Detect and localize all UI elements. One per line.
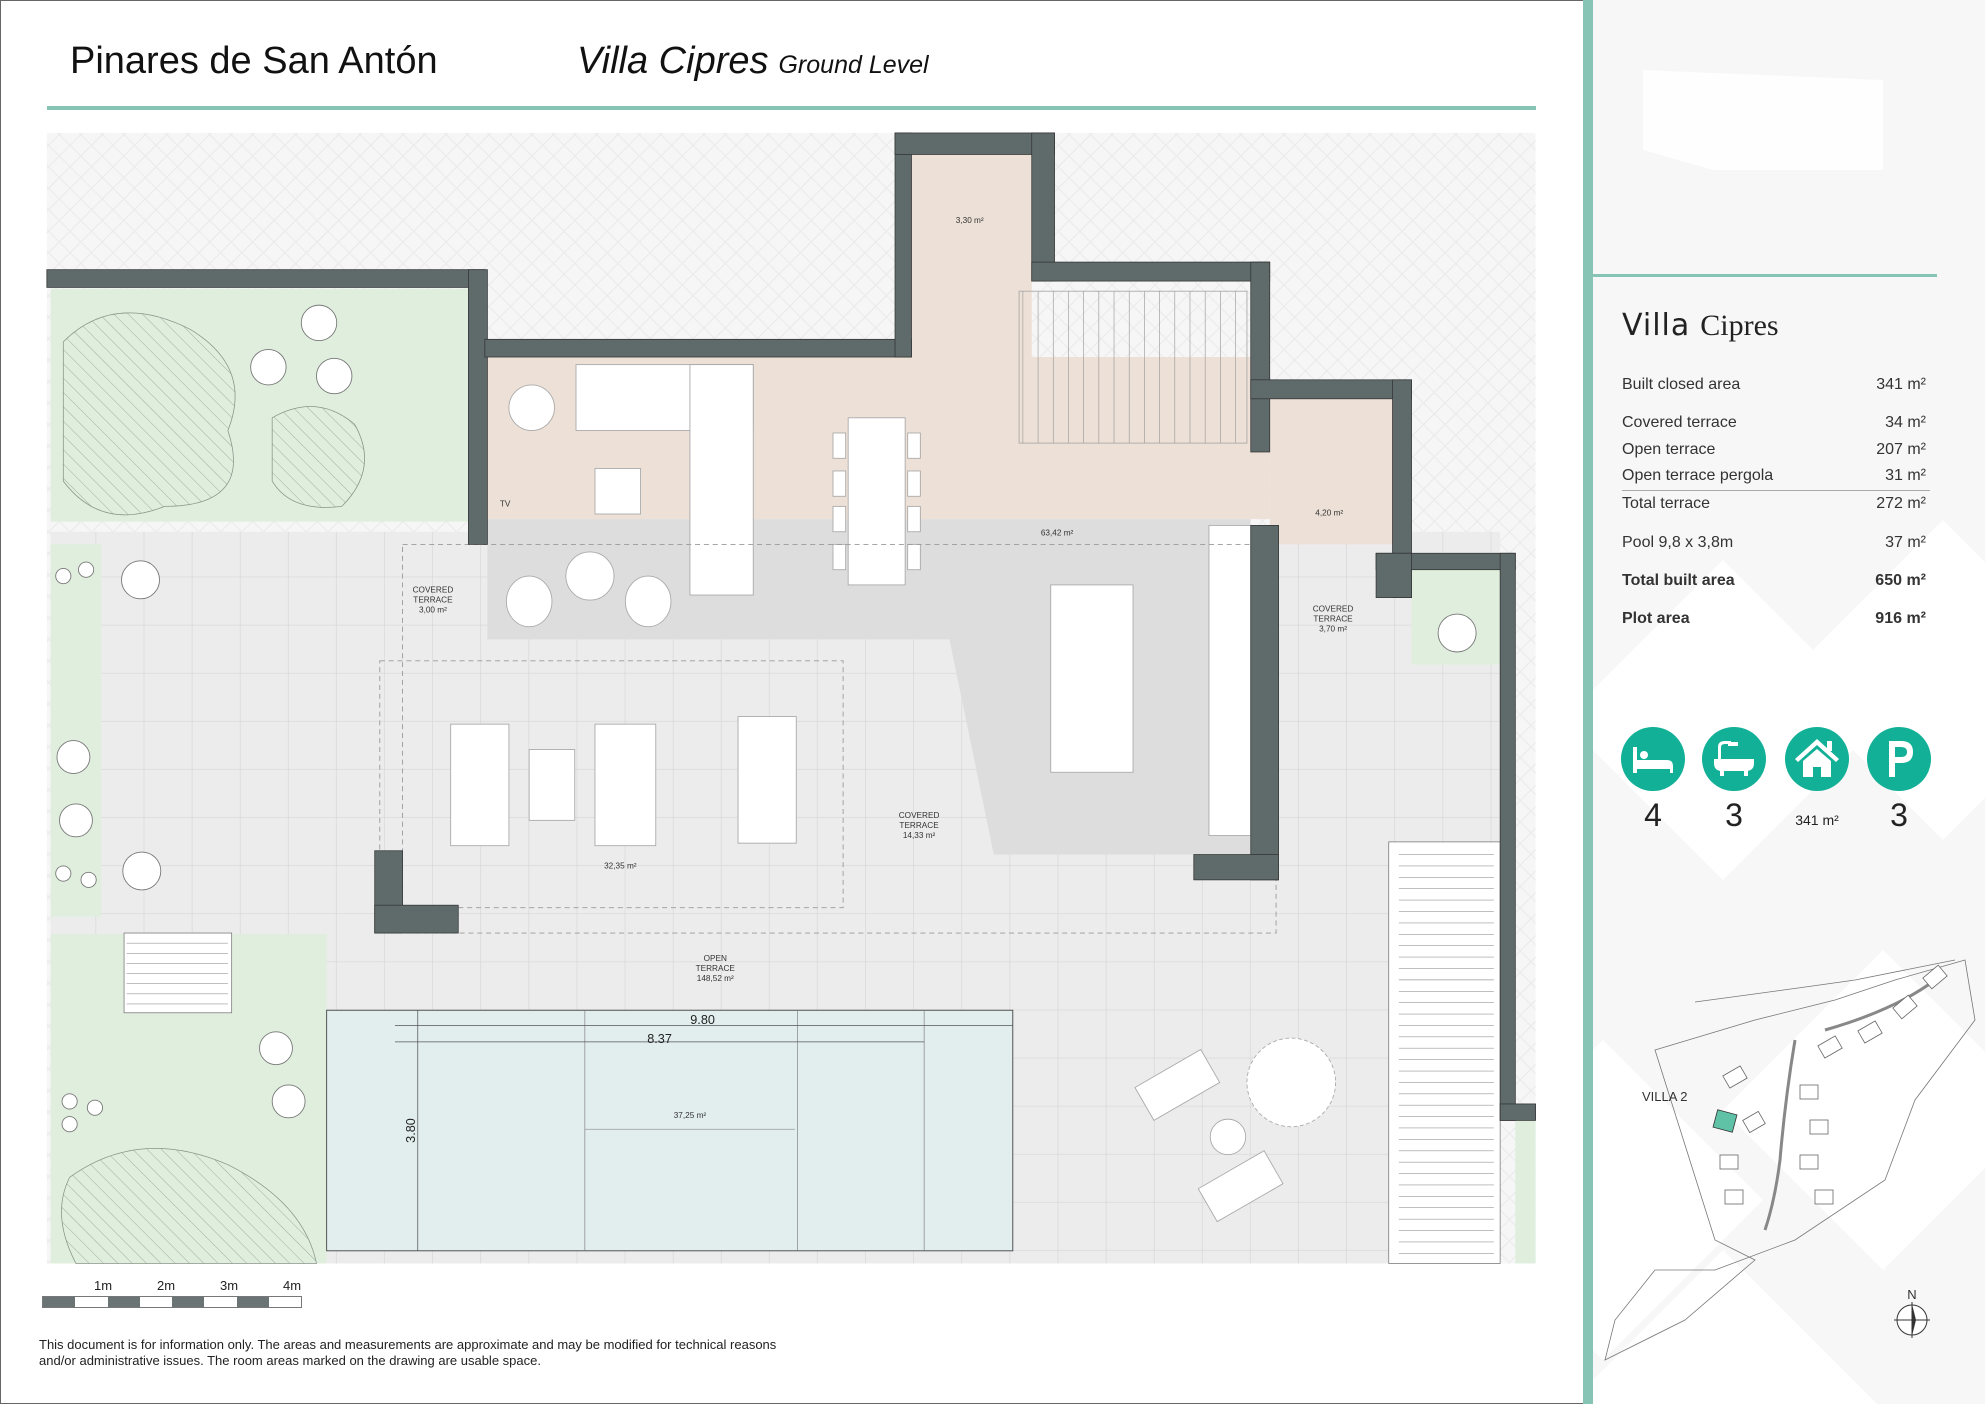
label-open-terrace-2: TERRACE (696, 964, 736, 973)
label-pool-area: 37,25 m² (674, 1111, 707, 1120)
info-panel (1583, 0, 1985, 1404)
tree-canopy (61, 1148, 317, 1264)
pergola-outline (379, 660, 844, 909)
bed-icon (1621, 727, 1685, 791)
panel-rule (1593, 274, 1937, 277)
utility-floor (1269, 398, 1393, 545)
label-covered-center-2: TERRACE (899, 821, 939, 830)
site-map: VILLA 2 N (1604, 959, 1976, 1361)
tree-canopy (62, 312, 236, 516)
label-wc-area: 3,30 m² (956, 216, 984, 225)
villa-word: Villa (1622, 308, 1691, 343)
label-covered-right-3: 3,70 m² (1319, 625, 1347, 634)
label-open-terrace-3: 148,52 m² (697, 974, 734, 983)
label-covered-right-1: COVERED (1313, 604, 1354, 613)
label-covered-left-1: COVERED (413, 585, 454, 594)
scale-tick-2m: 2m (157, 1278, 176, 1293)
label-tv: TV (500, 499, 511, 508)
dim-pool-total: 9.80 (690, 1013, 715, 1027)
scale-tick-4m: 4m (283, 1278, 302, 1293)
project-title: Pinares de San Antón (70, 40, 438, 82)
dim-pool-inner: 8.37 (647, 1032, 672, 1046)
shrub-icons (55, 304, 1477, 1133)
bedrooms-count: 4 (1644, 797, 1662, 833)
villa-2-label: VILLA 2 (1642, 1089, 1688, 1104)
stairs (123, 841, 1501, 1264)
label-covered-left-3: 3,00 m² (419, 606, 447, 615)
bathrooms-count: 3 (1725, 797, 1743, 833)
house-icon (1785, 727, 1849, 791)
label-covered-center-1: COVERED (899, 811, 940, 820)
header-rule (47, 106, 1536, 110)
villa-name-word: Cipres (1700, 309, 1779, 342)
villa-name: Villa Cipres (577, 40, 769, 82)
pool (326, 1009, 1014, 1252)
wc-floor (911, 154, 1032, 358)
dim-pool-width: 3.80 (404, 1118, 418, 1143)
label-utility-area: 4,20 m² (1315, 508, 1343, 517)
north-label: N (1907, 1287, 1916, 1302)
north-arrow-icon (1894, 1302, 1930, 1338)
garden-left-strip (50, 544, 102, 917)
villa-title: Villa Cipres Ground Level (577, 40, 929, 83)
label-covered-left-2: TERRACE (413, 596, 453, 605)
disclaimer: This document is for information only. T… (39, 1337, 777, 1368)
label-living-area: 63,42 m² (1041, 529, 1074, 538)
bath-icon (1702, 727, 1766, 791)
highlighted-villa (1712, 1109, 1738, 1133)
panel-accent-band (1583, 0, 1593, 1404)
tree-canopy (271, 406, 365, 508)
panel-villa-title: Villa Cipres (1622, 308, 1779, 343)
label-pergola-area: 32,35 m² (604, 861, 637, 870)
label-covered-center-3: 14,33 m² (903, 831, 936, 840)
parking-icon (1867, 727, 1931, 791)
walls (46, 132, 1536, 1121)
stats-divider (1622, 490, 1930, 491)
level-name: Ground Level (778, 51, 929, 79)
diamond-pattern (1583, 70, 1985, 1404)
furniture (450, 290, 1337, 1223)
parking-count: 3 (1890, 797, 1908, 833)
scale-tick-3m: 3m (220, 1278, 239, 1293)
garden-far-right (1515, 1120, 1536, 1264)
scale-bar (42, 1296, 302, 1308)
stair-treads (126, 291, 1494, 1254)
scale-tick-1m: 1m (94, 1278, 113, 1293)
built-area-value: 341 m² (1795, 812, 1839, 828)
label-covered-right-2: TERRACE (1313, 615, 1353, 624)
label-open-terrace-1: OPEN (704, 954, 727, 963)
